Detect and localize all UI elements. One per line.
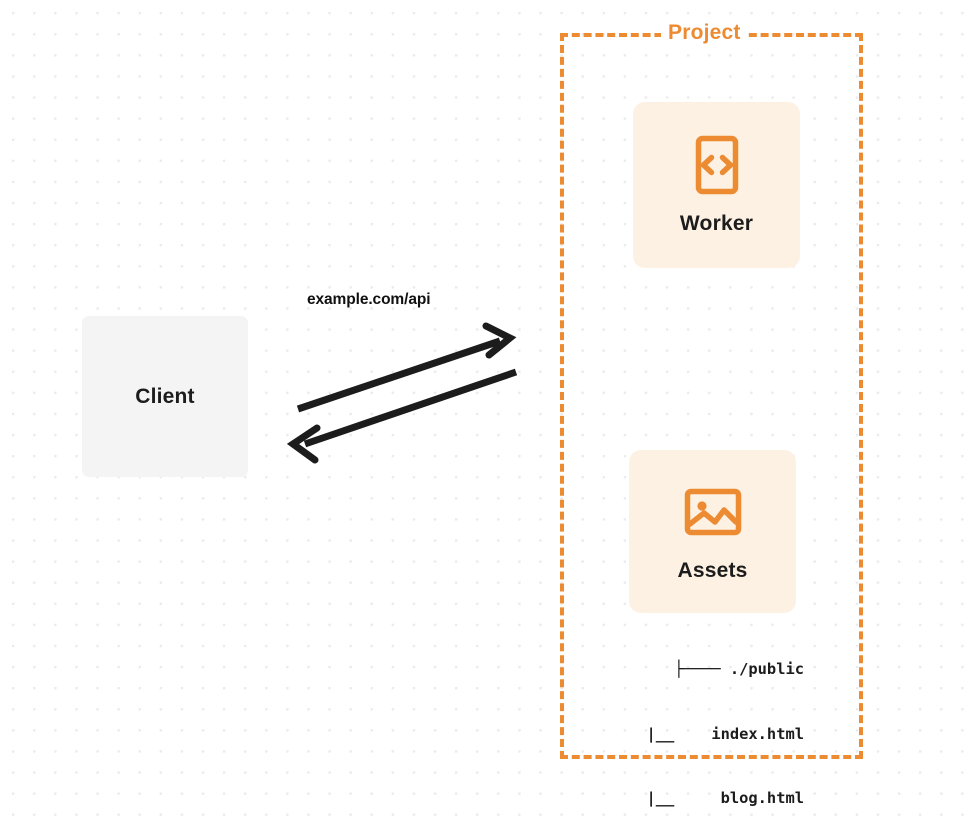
connection-label: example.com/api <box>307 291 431 308</box>
assets-file-tree: ├──── ./public |__ index.html |__ blog.h… <box>604 616 804 818</box>
worker-node[interactable]: Worker <box>633 102 800 268</box>
code-brackets-icon <box>695 135 738 195</box>
response-arrow-icon <box>286 368 518 464</box>
tree-row: ├──── ./public <box>674 660 804 678</box>
worker-label: Worker <box>679 212 754 235</box>
project-title: Project <box>661 21 748 45</box>
tree-row: |__ blog.html <box>627 789 804 807</box>
client-node[interactable]: Client <box>82 316 248 477</box>
client-label: Client <box>135 384 195 408</box>
request-arrow-icon <box>296 322 517 413</box>
image-icon <box>684 488 741 535</box>
tree-row: |__ index.html <box>627 724 804 743</box>
assets-node[interactable]: Assets <box>629 450 796 613</box>
assets-label: Assets <box>677 558 748 582</box>
